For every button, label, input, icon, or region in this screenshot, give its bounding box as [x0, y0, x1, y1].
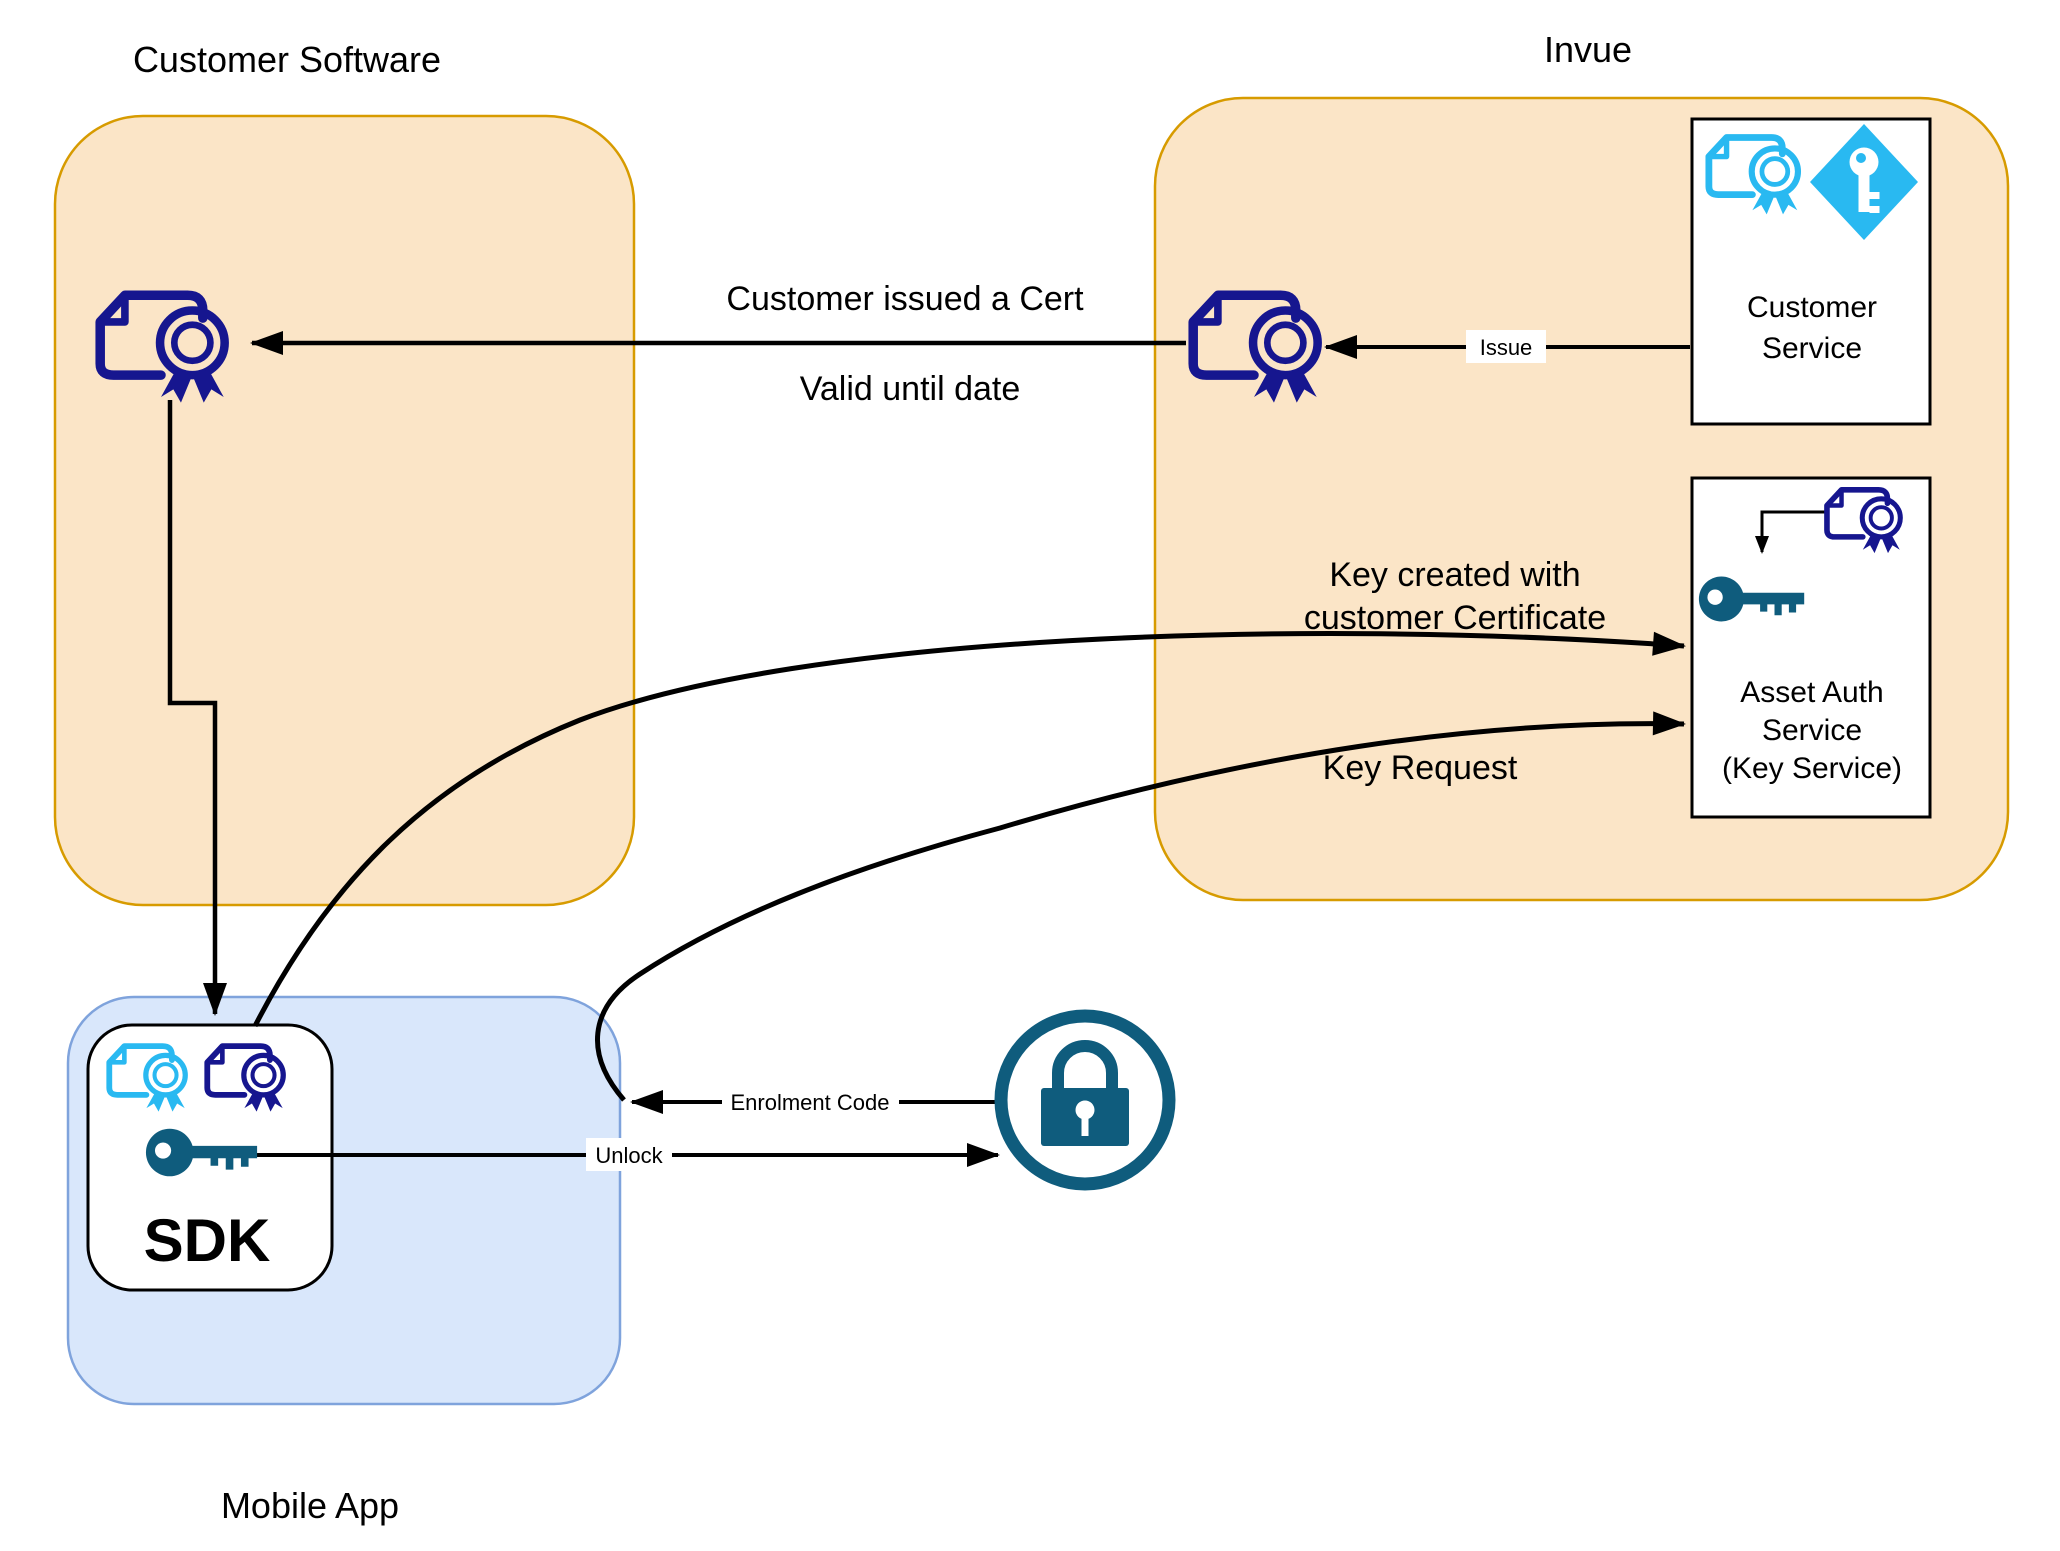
- cert-issued-label-bottom: Valid until date: [800, 370, 1021, 408]
- invue-title: Invue: [1544, 29, 1632, 70]
- enrolment-code-label: Enrolment Code: [731, 1090, 890, 1115]
- customer-service-label-line1: Customer: [1747, 291, 1877, 324]
- cert-to-sdk-arrow: [167, 400, 227, 1016]
- customer-service-label-line2: Service: [1762, 332, 1862, 365]
- mobile-app-title: Mobile App: [221, 1485, 399, 1526]
- key-request-arrow: [595, 711, 1686, 1102]
- cert-issued-labels: Customer issued a Cert Valid until date: [726, 280, 1084, 408]
- customer-software-title: Customer Software: [133, 39, 441, 80]
- sdk-label: SDK: [144, 1207, 271, 1274]
- asset-auth-label-line3: (Key Service): [1722, 752, 1902, 785]
- key-created-labels: Key created with customer Certificate: [1304, 556, 1606, 637]
- customer-software-region: Customer Software: [53, 39, 636, 907]
- unlock-label-group: Unlock: [586, 1138, 672, 1171]
- key-created-label-line1: Key created with: [1329, 556, 1580, 594]
- key-created-arrow: [252, 631, 1686, 1028]
- unlock-label: Unlock: [595, 1143, 663, 1168]
- key-created-label-line2: customer Certificate: [1304, 599, 1606, 637]
- enrolment-code-label-group: Enrolment Code: [722, 1085, 899, 1118]
- lock-icon: [1001, 1016, 1169, 1184]
- cert-issued-label-top: Customer issued a Cert: [726, 280, 1084, 318]
- asset-auth-label-line2: Service: [1762, 714, 1862, 747]
- customer-service-node: Customer Service: [1690, 117, 1932, 426]
- asset-auth-label-line1: Asset Auth: [1740, 676, 1883, 709]
- key-request-label: Key Request: [1323, 749, 1518, 787]
- issue-label-group: Issue: [1466, 330, 1546, 363]
- asset-cert-to-key-arrow: [1755, 510, 1826, 554]
- issue-label: Issue: [1480, 335, 1533, 360]
